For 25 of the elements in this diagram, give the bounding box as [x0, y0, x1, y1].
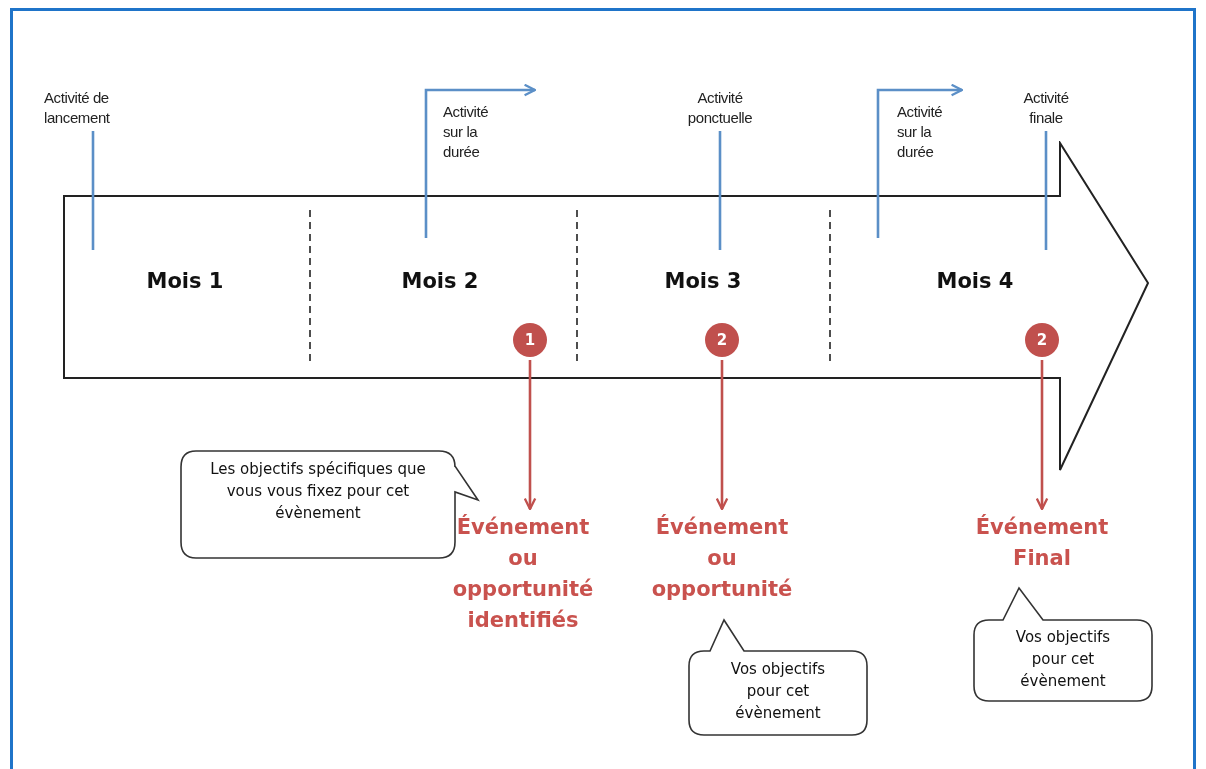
month-label: Mois 3: [663, 269, 743, 293]
arrow: [876, 83, 964, 238]
month-label: Mois 4: [935, 269, 1015, 293]
activity-label: Activité sur la durée: [443, 102, 490, 162]
event-label: Événement ou opportunité identifiés: [443, 512, 603, 636]
callout-text: Vos objectifs pour cet évènement: [729, 659, 827, 724]
activity-label: Activité ponctuelle: [672, 88, 768, 128]
arrow: [715, 360, 729, 511]
arrow: [523, 360, 537, 511]
connector-line: [91, 131, 95, 250]
month-label: Mois 1: [145, 269, 225, 293]
event-label: Événement ou opportunité: [642, 512, 802, 605]
speech-bubble: [688, 618, 870, 738]
arrow: [424, 83, 537, 238]
callout-text: Les objectifs spécifiques que vous vous fixez pour cet évènement: [209, 459, 427, 524]
connector-line: [718, 131, 722, 250]
activity-label: Activité sur la durée: [897, 102, 944, 162]
activity-label: Activité finale: [1014, 88, 1078, 128]
callout-text: Vos objectifs pour cet évènement: [1014, 627, 1112, 692]
speech-bubble: [973, 586, 1155, 704]
event-label: Événement Final: [962, 512, 1122, 574]
arrow: [1035, 360, 1049, 511]
month-label: Mois 2: [400, 269, 480, 293]
connector-line: [1044, 131, 1048, 250]
activity-label: Activité de lancement: [44, 88, 154, 128]
